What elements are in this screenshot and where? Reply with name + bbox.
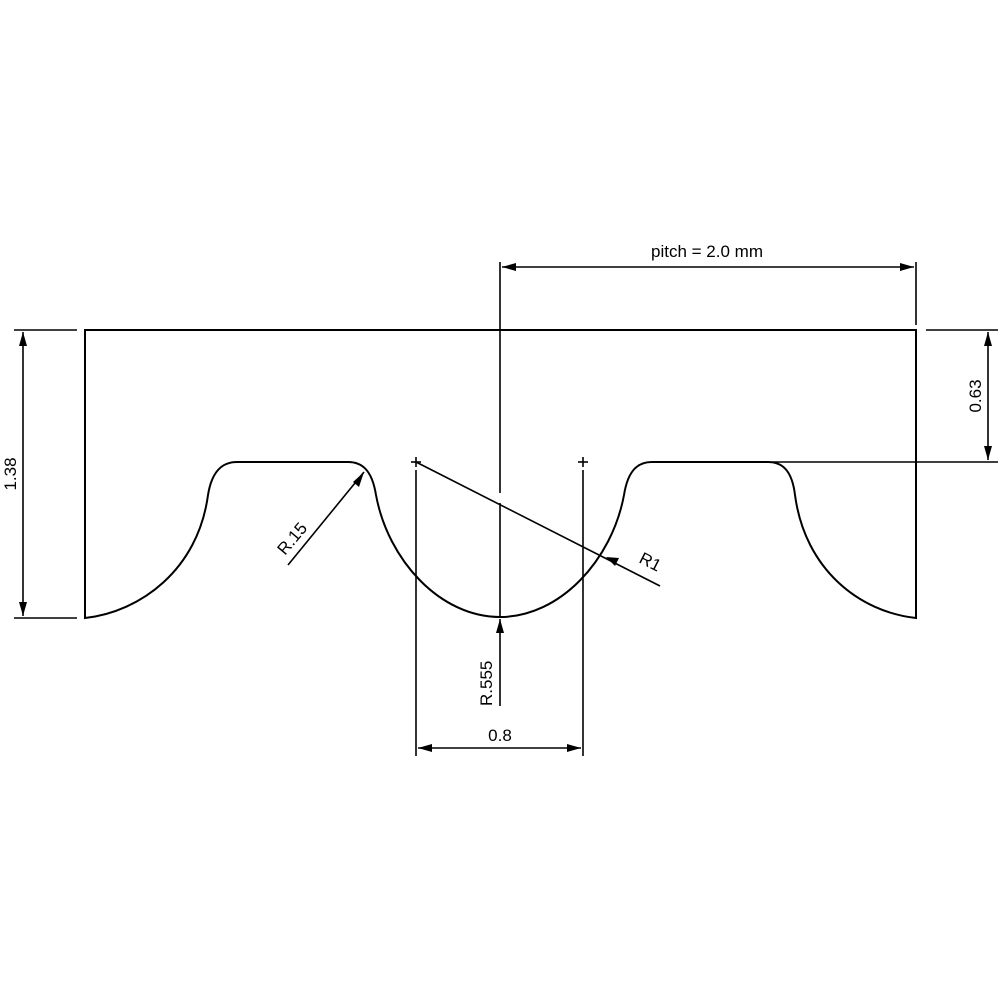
r1-leader-line (415, 461, 661, 587)
r1-label: R1 (636, 549, 664, 576)
r1-arrow (606, 557, 619, 566)
r555-arrow (496, 619, 504, 633)
groove-arrow-left (418, 744, 432, 752)
depth-label: 0.63 (966, 379, 985, 412)
depth-arrow-bottom (984, 446, 992, 460)
r15-leader-line (287, 471, 365, 566)
groove-width-label: 0.8 (488, 726, 512, 745)
pitch-arrow-left (502, 263, 516, 271)
r15-label: R.15 (274, 519, 312, 559)
height-arrow-bottom (19, 602, 27, 616)
pitch-arrow-right (900, 263, 914, 271)
groove-arrow-right (567, 744, 581, 752)
depth-arrow-top (984, 332, 992, 346)
r555-label: R.555 (477, 661, 496, 706)
pitch-label: pitch = 2.0 mm (651, 242, 763, 261)
height-arrow-top (19, 332, 27, 346)
height-label: 1.38 (1, 457, 20, 490)
r15-arrow (353, 472, 364, 487)
